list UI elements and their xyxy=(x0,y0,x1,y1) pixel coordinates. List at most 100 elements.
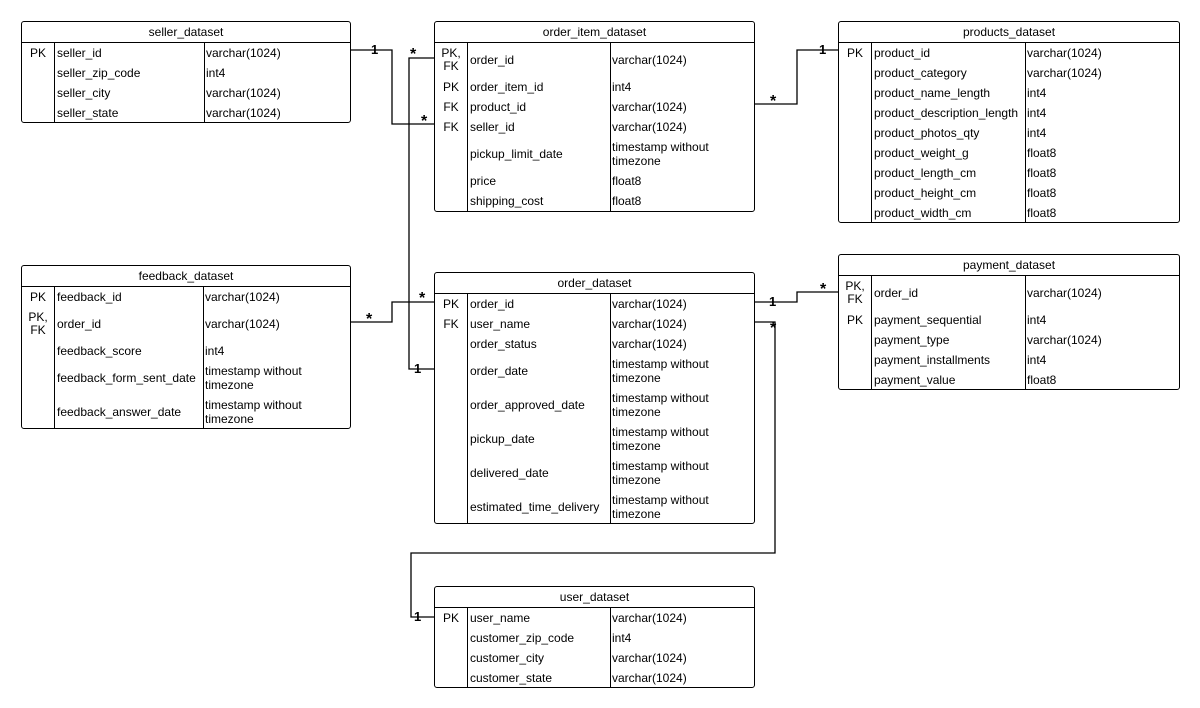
table-title: products_dataset xyxy=(839,22,1179,43)
column-name-cell: product_category xyxy=(874,66,967,80)
order-to-order-item-line xyxy=(408,57,434,370)
column-type-cell: timestamp without timezone xyxy=(205,397,302,426)
column-name-cell: feedback_score xyxy=(57,344,142,358)
cardinality-payment-many: * xyxy=(820,281,827,298)
column-divider xyxy=(204,43,205,122)
order-to-payment-line xyxy=(754,291,838,303)
column-type-cell: varchar(1024) xyxy=(1027,66,1102,80)
cardinality-order-item-order-many: * xyxy=(410,46,417,63)
column-type-cell: float8 xyxy=(1027,205,1057,220)
column-divider xyxy=(871,43,872,222)
column-name-cell: order_date xyxy=(470,364,529,378)
cardinality-user-one: 1 xyxy=(414,609,422,624)
column-name-cell: product_id xyxy=(874,46,931,60)
column-type-cell: timestamp without timezone xyxy=(205,364,302,392)
key-cell: FK xyxy=(443,99,459,114)
column-type-cell: int4 xyxy=(1027,126,1047,140)
column-divider xyxy=(203,287,204,428)
column-type-cell: int4 xyxy=(1027,86,1047,100)
column-type-cell: varchar(1024) xyxy=(612,670,687,685)
column-name-cell: payment_type xyxy=(874,333,950,347)
column-divider xyxy=(871,276,872,389)
column-name-cell: order_id xyxy=(470,297,515,311)
column-name-cell: shipping_cost xyxy=(470,194,544,208)
column-divider xyxy=(610,43,611,211)
column-name-cell: estimated_time_delivery xyxy=(470,499,600,514)
column-name-cell: feedback_form_sent_date xyxy=(57,371,196,385)
column-type-cell: int4 xyxy=(1027,353,1047,367)
column-name-cell: order_id xyxy=(874,286,919,300)
column-type-cell: float8 xyxy=(612,194,642,208)
column-divider xyxy=(467,608,468,687)
column-type-cell: timestamp without timezone xyxy=(612,459,709,487)
column-divider xyxy=(1025,276,1026,389)
key-cell: PK xyxy=(29,45,46,60)
column-name-cell: payment_installments xyxy=(874,353,991,367)
column-divider xyxy=(54,43,55,122)
table-title: order_item_dataset xyxy=(435,22,754,43)
column-name-cell: product_weight_g xyxy=(874,146,969,160)
column-type-cell: varchar(1024) xyxy=(1027,286,1102,300)
key-cell: PK, FK xyxy=(28,310,48,337)
column-name-cell: customer_city xyxy=(470,651,545,665)
column-type-cell: varchar(1024) xyxy=(612,611,687,625)
column-name-cell: user_name xyxy=(470,611,531,625)
table-row: shipping_cost float8 xyxy=(435,191,754,211)
table-row: product_weight_g float8 xyxy=(839,143,1179,163)
table-row: product_name_length int4 xyxy=(839,83,1179,103)
column-name-cell: seller_city xyxy=(57,86,111,100)
table-row: feedback_answer_date timestamp without ti… xyxy=(22,395,350,428)
column-divider xyxy=(467,294,468,523)
column-divider xyxy=(54,287,55,428)
table-row: customer_city varchar(1024) xyxy=(435,648,754,668)
column-name-cell: delivered_date xyxy=(470,466,549,480)
column-type-cell: varchar(1024) xyxy=(612,100,687,114)
column-name-cell: product_name_length xyxy=(874,86,991,100)
cardinality-order-item-product-many: * xyxy=(770,93,777,110)
column-type-cell: timestamp without timezone xyxy=(612,140,709,168)
column-name-cell: seller_id xyxy=(470,120,515,134)
table-row: feedback_form_sent_date timestamp without… xyxy=(22,361,350,395)
column-name-cell: seller_id xyxy=(57,46,102,60)
cardinality-feedback-many: * xyxy=(366,311,373,328)
column-type-cell: timestamp without timezone xyxy=(612,492,709,521)
cardinality-products-one: 1 xyxy=(819,42,827,57)
column-type-cell: varchar(1024) xyxy=(612,651,687,665)
column-type-cell: float8 xyxy=(1027,146,1057,160)
column-type-cell: int4 xyxy=(1027,313,1047,327)
table-row: estimated_time_delivery timestamp without… xyxy=(435,490,754,523)
user-to-order-line xyxy=(410,321,776,618)
key-cell: PK xyxy=(442,610,459,625)
column-name-cell: seller_state xyxy=(57,105,119,120)
cardinality-order-one: 1 xyxy=(414,361,422,376)
column-type-cell: varchar(1024) xyxy=(612,297,687,311)
column-type-cell: float8 xyxy=(1027,186,1057,200)
key-cell: FK xyxy=(443,119,459,134)
column-name-cell: seller_zip_code xyxy=(57,66,141,80)
column-name-cell: price xyxy=(470,174,497,188)
table-title: payment_dataset xyxy=(839,255,1179,276)
column-type-cell: int4 xyxy=(206,66,226,80)
column-name-cell: payment_sequential xyxy=(874,313,982,327)
column-name-cell: feedback_answer_date xyxy=(57,404,182,419)
